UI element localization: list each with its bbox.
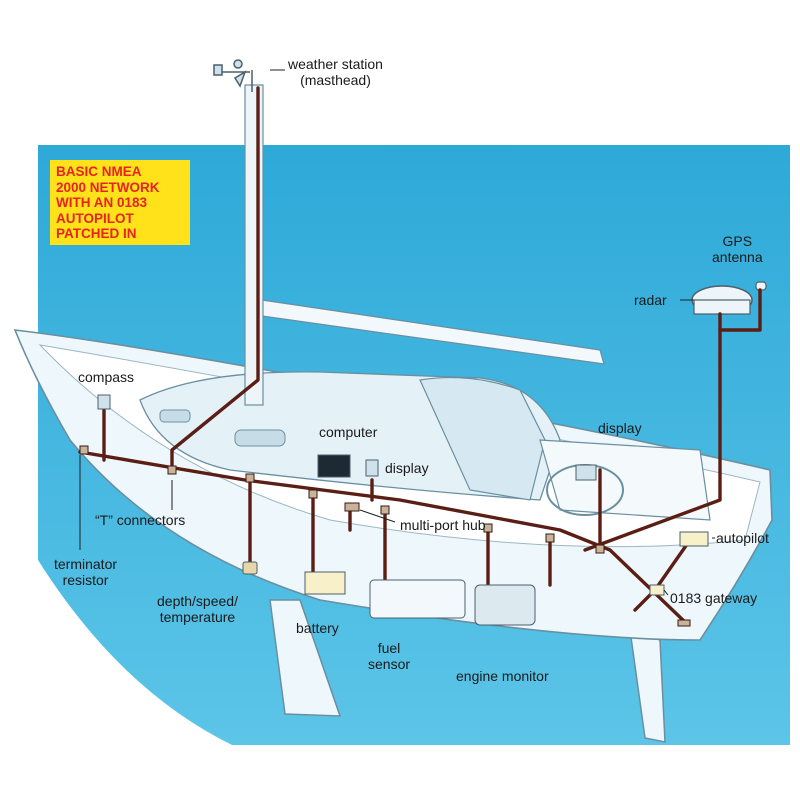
label-battery: battery — [296, 620, 339, 636]
label-fuel-line1: fuel — [377, 640, 401, 656]
label-display-cabin: display — [385, 460, 429, 476]
title-line-5: PATCHED IN — [56, 226, 137, 241]
terminator-resistor-icon — [677, 619, 691, 627]
diagram-title-box: BASIC NMEA 2000 NETWORK WITH AN 0183 AUT… — [50, 160, 190, 245]
weather-station-icon — [213, 59, 253, 92]
multi-port-hub-icon — [344, 502, 360, 512]
compass-icon — [97, 394, 111, 410]
label-sensor-line2: sensor — [368, 656, 411, 672]
label-gps-antenna: GPS antenna — [712, 233, 763, 265]
label-resistor-line2: resistor — [62, 572, 109, 588]
depth-transducer-icon — [242, 561, 258, 575]
title-line-2: 2000 NETWORK — [56, 179, 160, 195]
label-weather-station-line1: weather station — [288, 56, 383, 72]
leader-lines — [79, 69, 715, 596]
label-temperature-line2: temperature — [159, 609, 236, 625]
label-masthead-line2: (masthead) — [300, 72, 371, 88]
engine-icon — [474, 584, 536, 626]
label-terminator-resistor: terminator resistor — [54, 556, 117, 588]
label-engine-monitor: engine monitor — [456, 668, 549, 684]
label-gps-line1: GPS — [722, 233, 753, 249]
title-line-1: BASIC NMEA — [56, 164, 142, 179]
fuel-tank-icon — [369, 579, 466, 619]
label-terminator-line1: terminator — [54, 556, 118, 572]
label-fuel-sensor: fuel sensor — [368, 640, 410, 672]
label-display-helm: display — [598, 420, 642, 436]
helm-display-icon — [575, 464, 597, 481]
mast — [244, 84, 264, 406]
cockpit — [539, 439, 711, 521]
laptop-icon — [317, 454, 351, 478]
autopilot-icon — [679, 531, 709, 547]
label-radar: radar — [634, 292, 667, 308]
label-depth-speed-temperature: depth/speed/ temperature — [157, 593, 238, 625]
battery-icon — [304, 571, 346, 595]
radar-body — [693, 299, 751, 315]
tee-connector-icons — [79, 445, 605, 554]
label-antenna-line2: antenna — [712, 249, 763, 265]
cabin-window-2 — [234, 429, 286, 447]
label-0183-gateway: 0183 gateway — [670, 590, 758, 606]
label-depth-speed-line1: depth/speed/ — [157, 593, 238, 609]
label-autopilot: autopilot — [716, 530, 769, 546]
gateway-icon — [649, 584, 665, 596]
label-compass: compass — [78, 369, 135, 385]
title-line-4: AUTOPILOT — [56, 210, 134, 226]
cabin-window-1 — [159, 409, 191, 423]
label-computer: computer — [319, 424, 378, 440]
label-multi-port-hub: multi-port hub — [400, 517, 486, 533]
cabin-display-icon — [365, 459, 379, 477]
keel — [269, 599, 342, 717]
label-t-connectors: “T” connectors — [95, 512, 186, 528]
label-weather-station: weather station (masthead) — [288, 56, 383, 88]
title-line-3: WITH AN 0183 — [56, 195, 148, 210]
